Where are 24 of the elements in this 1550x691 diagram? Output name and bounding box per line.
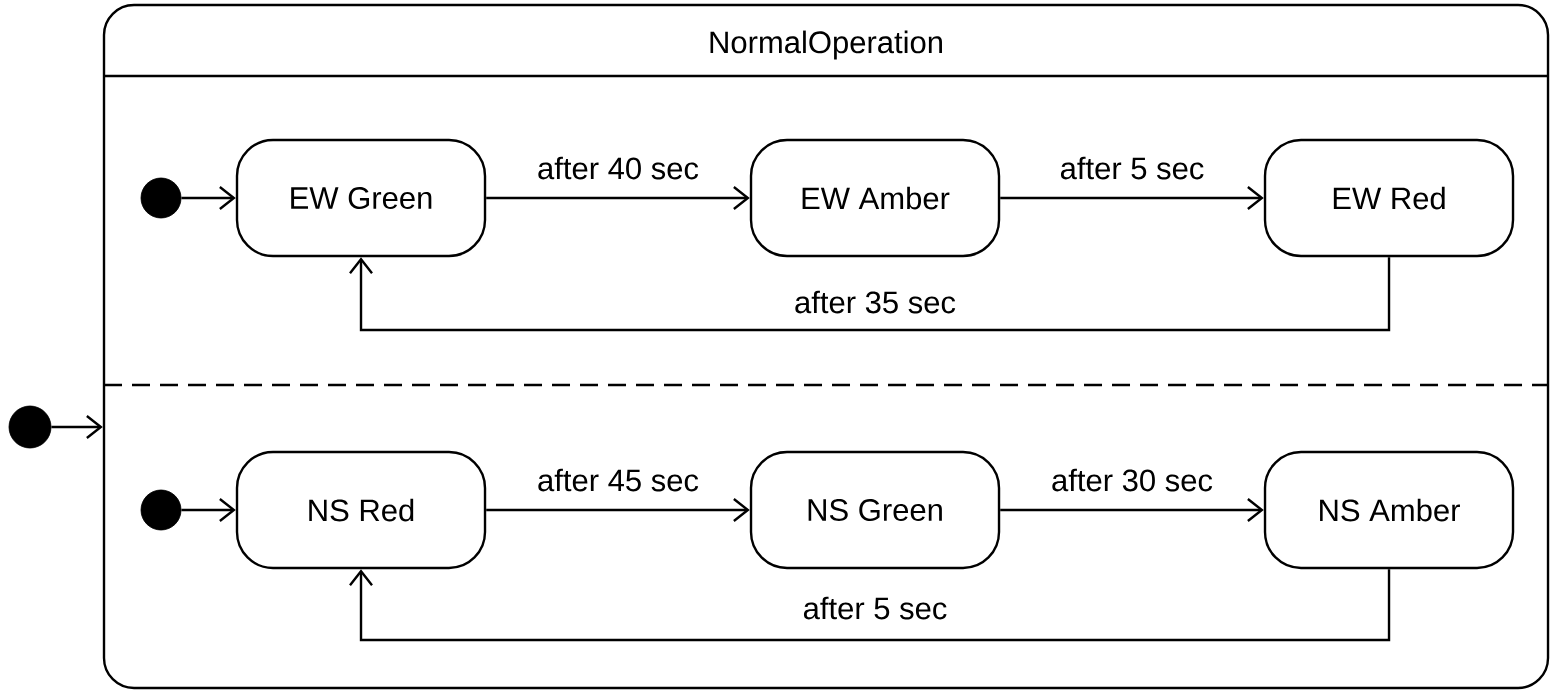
state-box: NS Green bbox=[749, 450, 1001, 570]
edge-label: after 35 sec bbox=[792, 288, 958, 316]
transition-arrow bbox=[486, 186, 750, 210]
edge-label: after 5 sec bbox=[800, 594, 950, 622]
transition-arrow bbox=[51, 415, 103, 439]
transition-arrow bbox=[181, 186, 236, 210]
transition-arrow bbox=[1000, 186, 1264, 210]
edge-label: after 30 sec bbox=[1049, 466, 1215, 494]
state-box: NS Amber bbox=[1263, 450, 1515, 570]
state-box: EW Amber bbox=[749, 138, 1001, 258]
edge-label: after 45 sec bbox=[535, 466, 701, 494]
state-box: EW Red bbox=[1263, 138, 1515, 258]
state-box: NS Red bbox=[235, 450, 487, 570]
initial-state-dot bbox=[140, 489, 182, 531]
transition-arrow bbox=[349, 257, 1391, 332]
transition-arrow bbox=[1000, 498, 1264, 522]
transition-arrow bbox=[181, 498, 236, 522]
initial-state-dot bbox=[8, 405, 52, 449]
transition-arrow bbox=[486, 498, 750, 522]
state-box: EW Green bbox=[235, 138, 487, 258]
initial-state-dot bbox=[140, 177, 182, 219]
edge-label: after 5 sec bbox=[1057, 154, 1207, 182]
edge-label: after 40 sec bbox=[535, 154, 701, 182]
transition-arrow bbox=[349, 569, 1391, 642]
